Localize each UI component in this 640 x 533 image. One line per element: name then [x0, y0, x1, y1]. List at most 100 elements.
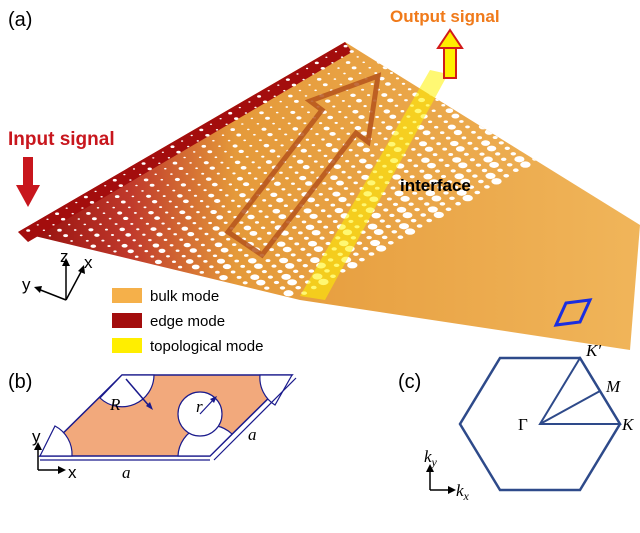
lattice-hole: [219, 118, 222, 120]
lattice-hole: [503, 174, 510, 178]
lattice-hole: [542, 95, 552, 102]
lattice-hole: [252, 204, 257, 208]
lattice-hole: [474, 119, 480, 123]
panel-a: (a) Input signal Output signal interface: [8, 7, 640, 355]
legend-swatch-bulk: [112, 288, 142, 303]
lattice-hole: [253, 263, 263, 269]
lattice-hole: [296, 73, 299, 75]
lattice-hole: [321, 138, 325, 141]
lattice-hole: [294, 242, 300, 246]
lattice-hole: [442, 147, 448, 151]
lattice-hole: [317, 149, 322, 152]
lattice-hole: [341, 99, 345, 102]
lattice-hole: [173, 233, 178, 236]
axis-z-label: z: [60, 247, 69, 266]
lattice-hole: [192, 221, 197, 225]
lattice-hole: [107, 245, 111, 247]
lattice-hole: [392, 174, 401, 180]
lattice-hole: [362, 246, 369, 251]
lattice-hole: [422, 130, 431, 136]
lattice-hole: [371, 55, 375, 58]
lattice-hole: [191, 178, 195, 181]
lattice-hole: [148, 239, 152, 242]
lattice-hole: [421, 71, 425, 74]
lattice-hole: [411, 148, 416, 151]
lattice-hole: [137, 201, 141, 203]
lattice-hole: [263, 143, 270, 148]
lattice-hole: [176, 222, 181, 225]
panel-b-axes: y x: [32, 427, 77, 482]
lattice-hole: [356, 241, 363, 245]
lattice-hole: [379, 148, 385, 152]
lattice-hole: [407, 158, 413, 162]
lattice-hole: [185, 259, 194, 264]
lattice-hole: [343, 187, 349, 190]
lattice-hole: [276, 155, 281, 158]
lattice-hole: [600, 105, 611, 113]
lattice-hole: [127, 206, 131, 209]
lattice-hole: [425, 190, 436, 197]
lattice-hole: [333, 78, 337, 80]
lattice-hole: [223, 221, 228, 225]
lattice-hole: [326, 214, 332, 218]
lattice-hole: [581, 101, 587, 106]
lattice-hole: [231, 199, 235, 202]
lattice-hole: [272, 122, 276, 125]
lattice-hole: [536, 90, 546, 96]
lattice-hole: [389, 114, 397, 119]
lattice-hole: [251, 161, 255, 164]
lattice-hole: [570, 134, 577, 139]
lattice-hole: [285, 177, 289, 180]
lattice-hole: [187, 231, 195, 237]
lattice-hole: [132, 239, 136, 242]
lattice-hole: [537, 119, 543, 123]
lattice-hole: [197, 254, 202, 258]
lattice-hole: [378, 104, 383, 108]
lattice-hole: [282, 246, 292, 253]
lattice-hole: [190, 134, 193, 137]
lattice-hole: [176, 150, 181, 154]
lattice-hole: [171, 260, 177, 263]
lattice-hole: [239, 193, 246, 198]
lattice-hole: [376, 60, 382, 64]
lattice-hole: [319, 236, 325, 240]
lattice-hole: [296, 258, 302, 262]
lattice-hole: [273, 181, 281, 186]
lattice-hole: [168, 200, 172, 203]
lattice-hole: [311, 144, 316, 147]
lattice-hole: [265, 160, 272, 164]
legend-edge-label: edge mode: [150, 313, 225, 330]
lattice-hole: [500, 157, 507, 161]
lattice-hole: [250, 188, 254, 191]
lattice-hole: [310, 171, 315, 174]
lattice-hole: [279, 171, 283, 174]
lattice-hole: [110, 234, 115, 236]
lattice-hole: [272, 208, 281, 214]
lattice-hole: [458, 76, 462, 79]
lattice-hole: [513, 112, 523, 119]
lattice-hole: [250, 274, 260, 281]
lattice-hole: [181, 254, 186, 258]
lattice-hole: [284, 133, 288, 136]
lattice-hole: [575, 111, 586, 118]
lattice-hole: [381, 121, 386, 124]
lattice-hole: [120, 200, 126, 204]
lattice-hole: [110, 190, 113, 192]
lattice-hole: [281, 273, 291, 280]
lattice-hole: [345, 159, 350, 163]
lattice-hole: [324, 198, 330, 202]
lattice-hole: [237, 248, 243, 252]
lattice-hole: [307, 240, 318, 247]
legend-swatch-topological: [112, 338, 142, 353]
lattice-hole: [456, 103, 462, 107]
lattice-hole: [177, 194, 183, 198]
lattice-hole: [89, 201, 95, 204]
lattice-hole: [424, 60, 428, 63]
lattice-hole: [456, 189, 467, 196]
lattice-hole: [618, 106, 625, 111]
lattice-hole: [169, 244, 174, 247]
lattice-hole: [283, 204, 288, 207]
lattice-hole: [587, 107, 594, 111]
lattice-hole: [183, 242, 191, 248]
lattice-hole: [484, 185, 490, 189]
